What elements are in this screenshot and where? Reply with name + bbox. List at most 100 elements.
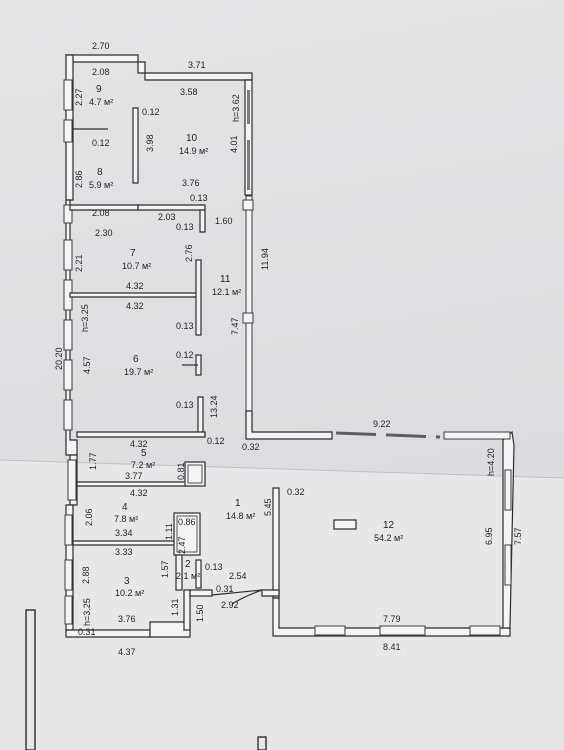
dim-3-58: 3.58 [180,87,198,97]
dimension-labels-vertical: 2.27 h=3.62 4.01 3.98 2.86 2.21 2.76 11.… [54,88,523,626]
dim-4-32-c: 4.32 [130,439,148,449]
dim-0-12-b: 0.12 [92,138,110,148]
dim-2-76: 2.76 [184,244,194,262]
dim-2-54: 2.54 [229,571,247,581]
room-11-number: 11 [220,274,231,285]
room-5-number: 5 [141,448,147,459]
dim-4-32-d: 4.32 [130,488,148,498]
dim-2-92: 2.92 [221,600,239,610]
dim-4-32-b: 4.32 [126,301,144,311]
room-2-number: 2 [185,559,191,570]
room-1-number: 1 [235,498,241,509]
dim-0-32-a: 0.32 [242,442,260,452]
room-9-number: 9 [96,84,102,95]
dim-0-12-d: 0.12 [207,436,225,446]
dim-2-06: 2.06 [84,508,94,526]
room-8-area: 5.9 м² [89,180,113,190]
dim-7-57: 7.57 [513,527,523,545]
dim-2-30: 2.30 [95,228,113,238]
dim-11-94: 11.94 [260,248,270,270]
dim-7-79: 7.79 [383,614,401,624]
room-6-number: 6 [133,354,139,365]
room-10-area: 14.9 м² [179,146,208,156]
windows-left-upper [63,79,73,431]
room-6-area: 19.7 м² [124,367,153,377]
dim-2-08-b: 2.08 [92,208,110,218]
dim-2-03: 2.03 [158,212,176,222]
dim-2-70: 2.70 [92,41,110,51]
dim-0-13-e: 0.13 [205,562,223,572]
dim-8-41: 8.41 [383,642,401,652]
outer-wall-upper [64,54,333,456]
room-3-area: 10.2 м² [115,588,144,598]
dim-6-95: 6.95 [484,527,494,545]
dim-3-98: 3.98 [145,134,155,152]
dim-0-12-c: 0.12 [176,350,194,360]
dim-1-11: 1.11 [164,523,174,540]
room-8-number: 8 [97,167,103,178]
dim-2-86: 2.86 [74,170,84,188]
dimension-labels: 2.70 3.71 2.08 3.58 0.12 0.12 3.76 0.13 … [78,41,401,657]
dim-h-4-20: h=4.20 [486,448,496,476]
dim-2-21: 2.21 [74,254,84,272]
room-12-number: 12 [383,520,395,531]
room-7-number: 7 [130,248,136,259]
dim-2-27: 2.27 [74,88,84,106]
dim-0-31-a: 0.31 [216,584,234,594]
dim-0-86: 0.86 [178,517,196,527]
interior-walls-upper [69,107,206,438]
dim-4-37: 4.37 [118,647,136,657]
sheet-fold-line [0,459,564,479]
dim-0-13-d: 0.13 [176,400,194,410]
room-12-area: 54.2 м² [374,533,403,543]
room-10-number: 10 [186,133,198,144]
dim-7-47: 7.47 [230,317,240,335]
dim-0-32-b: 0.32 [287,487,305,497]
dim-1-50: 1.50 [195,604,205,622]
dim-2-88: 2.88 [81,566,91,584]
dim-1-77: 1.77 [88,452,98,470]
room-5-area: 7.2 м² [131,460,155,470]
room-1-area: 14.8 м² [226,511,255,521]
room-4-area: 7.8 м² [114,514,138,524]
dim-5-45: 5.45 [263,498,273,516]
room-11-area: 12.1 м² [212,287,241,297]
dim-3-71: 3.71 [188,60,206,70]
dim-0-13-c: 0.13 [176,321,194,331]
dim-4-01: 4.01 [229,135,239,153]
dim-2-08-top: 2.08 [92,67,110,77]
dim-0-13-a: 0.13 [190,193,208,203]
dim-4-57: 4.57 [82,356,92,374]
dim-3-76: 3.76 [182,178,200,188]
dim-0-12-a: 0.12 [142,107,160,117]
dim-2-47: 2.47 [177,536,187,554]
dim-20-20: 20.20 [54,347,64,370]
dim-13-24: 13.24 [209,395,219,418]
interior-walls-lower [72,461,357,591]
dim-h-3-25-a: h=3.25 [80,304,90,332]
dim-1-57: 1.57 [160,560,170,578]
page-edge-marks [25,609,267,750]
dim-0-13-b: 0.13 [176,222,194,232]
dim-h-3-25-b: h=3.25 [82,598,92,626]
room-labels: 9 4.7 м² 10 14.9 м² 8 5.9 м² 7 10.7 м² 1… [89,84,403,598]
outer-wall-lower [64,430,515,638]
room-3-number: 3 [124,576,130,587]
dim-4-32-a: 4.32 [126,281,144,291]
dim-3-34: 3.34 [115,528,133,538]
dim-0-81: 0.81 [176,462,186,480]
dim-h-3-62: h=3.62 [231,94,241,122]
room-9-area: 4.7 м² [89,97,113,107]
dim-3-76-b: 3.76 [118,614,136,624]
dim-3-77: 3.77 [125,471,143,481]
dim-0-31-b: 0.31 [78,627,96,637]
dim-1-60: 1.60 [215,216,233,226]
room-2-area: 2.1 м² [176,571,200,581]
dim-3-33: 3.33 [115,547,133,557]
room-4-number: 4 [122,502,128,513]
window-room-10 [247,90,250,124]
room-7-area: 10.7 м² [122,261,151,271]
window-room-10b [247,140,250,190]
